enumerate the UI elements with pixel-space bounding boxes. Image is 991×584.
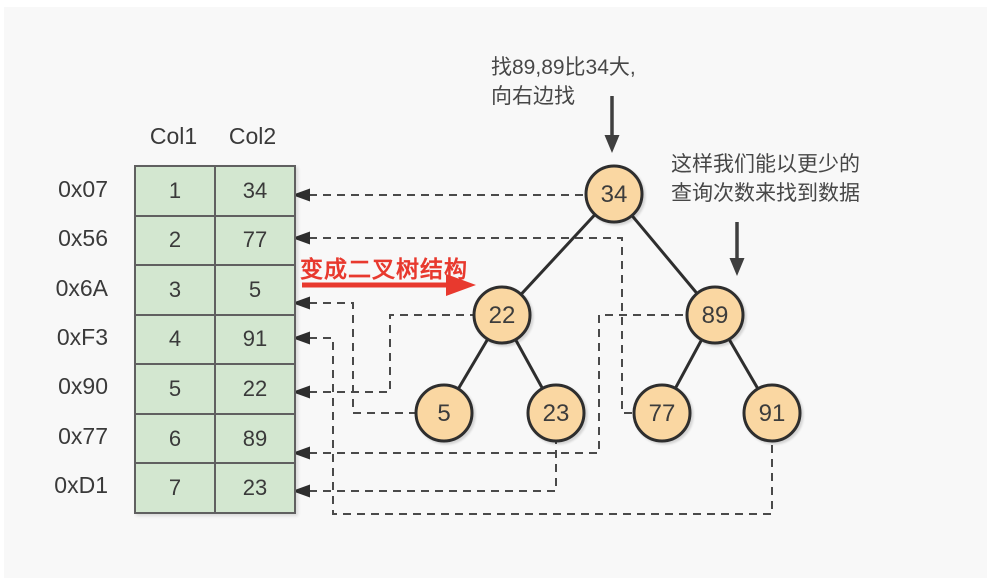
efficiency-note-line1: 这样我们能以更少的	[671, 153, 860, 176]
arrowhead-row-0x56	[292, 231, 310, 245]
address-label: 0x90	[58, 373, 108, 400]
table-cell: 22	[216, 365, 294, 413]
address-label: 0xF3	[56, 323, 108, 350]
table-cell: 2	[136, 216, 214, 265]
table-cell: 4	[136, 315, 214, 364]
arrowhead-row-0xF3	[292, 331, 310, 345]
arrowhead-row-0x6A	[292, 296, 310, 310]
transform-label: 变成二叉树结构	[300, 256, 468, 282]
table-cell: 3	[136, 266, 214, 314]
table-cell: 23	[216, 464, 294, 512]
find-note: 找89,89比34大, 向右边找	[491, 53, 636, 111]
pointer-line-5-to-0x6A	[309, 302, 416, 414]
table-cell: 5	[216, 266, 294, 314]
address-label: 0xD1	[54, 471, 108, 498]
tree-node-circle-77	[632, 383, 692, 443]
table-cell: 6	[136, 414, 214, 463]
tree-node-circle-34	[584, 164, 644, 224]
tree-node-circle-91	[742, 383, 802, 443]
arrowhead-row-0x90	[292, 385, 310, 399]
find-note-line1: 找89,89比34大,	[491, 56, 636, 79]
pointer-line-89-to-0x77	[309, 314, 687, 454]
table-header-col1: Col1	[149, 123, 198, 149]
transform-arrow-head	[446, 274, 476, 296]
efficiency-note-line2: 查询次数来找到数据	[671, 182, 860, 205]
address-label: 0x77	[58, 422, 108, 449]
tree-node-circle-89	[685, 285, 745, 345]
find-note-line2: 向右边找	[491, 85, 575, 108]
arrowhead-row-0x07	[292, 188, 310, 202]
table-cell: 77	[216, 216, 294, 265]
tree-node-circle-22	[472, 285, 532, 345]
memory-table: 1 34 2 77 3 5 4 91 5 22 6 89 7 23	[134, 165, 296, 514]
address-label: 0x56	[58, 225, 108, 252]
find-note-arrow-head	[604, 135, 620, 153]
table-cell: 34	[216, 167, 294, 215]
table-cell: 5	[136, 365, 214, 413]
table-cell: 1	[136, 167, 214, 215]
arrowhead-row-0xD1	[292, 484, 310, 498]
address-label: 0x07	[58, 176, 108, 203]
table-header-col2: Col2	[228, 123, 277, 149]
arrowhead-row-0x77	[292, 446, 310, 460]
table-cell: 91	[216, 315, 294, 364]
address-label: 0x6A	[55, 274, 108, 301]
tree-node-circle-23	[526, 383, 586, 443]
pointer-line-22-to-0x90	[309, 314, 474, 393]
efficiency-note-arrow-head	[729, 258, 745, 276]
efficiency-note: 这样我们能以更少的 查询次数来找到数据	[671, 150, 860, 208]
address-label-column: 0x07 0x56 0x6A 0xF3 0x90 0x77 0xD1	[18, 165, 108, 510]
pointer-line-91-to-0xF3	[309, 337, 773, 515]
table-cell: 7	[136, 464, 214, 512]
pointer-line-23-to-0xD1	[309, 441, 557, 492]
table-cell: 89	[216, 414, 294, 463]
tree-node-circle-5	[414, 383, 474, 443]
pointer-line-77-to-0x56	[309, 237, 634, 414]
